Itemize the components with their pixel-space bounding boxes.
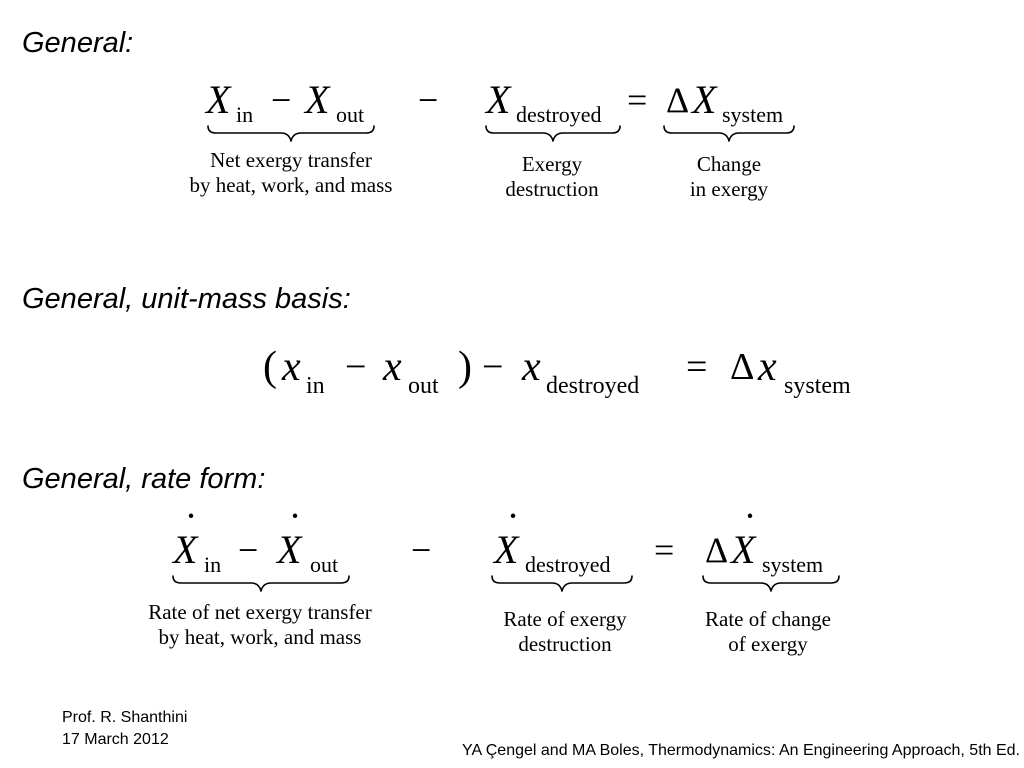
subscript-in: in (306, 373, 325, 399)
subscript-out: out (408, 373, 439, 399)
underbrace (491, 575, 633, 592)
equals-sign: = (654, 530, 675, 570)
symbol-x-in: x (282, 344, 301, 390)
heading-rate-form: General, rate form: (22, 463, 266, 495)
symbol-X-out: X (305, 77, 330, 122)
subscript-destroyed: destroyed (516, 102, 602, 127)
label-rate-exergy-destruction: Rate of exergy destruction (503, 607, 627, 656)
date: 17 March 2012 (62, 731, 169, 748)
minus-sign: − (271, 80, 292, 120)
underbrace (172, 575, 350, 592)
symbol-X-in: X (206, 77, 231, 122)
delta-symbol: Δ (666, 80, 690, 120)
symbol-X-destroyed: X (486, 77, 511, 122)
minus-sign: − (345, 346, 367, 388)
citation: YA Çengel and MA Boles, Thermodynamics: … (462, 742, 1020, 759)
label-change-in-exergy: Change in exergy (689, 152, 769, 201)
underbrace (702, 575, 840, 592)
minus-sign: − (411, 530, 432, 570)
author-credit: Prof. R. Shanthini 17 March 2012 (62, 707, 187, 751)
dot-accent: ˙ (745, 508, 755, 541)
symbol-X-dot-system: X (731, 527, 756, 572)
delta-symbol: Δ (705, 530, 729, 570)
subscript-destroyed: destroyed (546, 373, 640, 399)
subscript-in: in (204, 552, 222, 577)
dot-accent: ˙ (290, 508, 300, 541)
subscript-system: system (722, 102, 784, 127)
heading-general: General: (22, 27, 134, 59)
label-rate-net-exergy-transfer: Rate of net exergy transfer by heat, wor… (148, 600, 372, 649)
author-name: Prof. R. Shanthini (62, 709, 188, 726)
symbol-x-system: x (758, 344, 777, 390)
subscript-out: out (310, 552, 339, 577)
heading-unit-mass-basis: General, unit-mass basis: (22, 283, 351, 315)
dot-accent: ˙ (186, 508, 196, 541)
subscript-out: out (336, 102, 365, 127)
symbol-x-out: x (383, 344, 402, 390)
delta-symbol: Δ (730, 346, 755, 388)
subscript-destroyed: destroyed (525, 552, 611, 577)
equals-sign: = (627, 80, 648, 120)
subscript-system: system (762, 552, 824, 577)
symbol-X-system: X (692, 77, 717, 122)
label-rate-change-exergy: Rate of change of exergy (705, 607, 831, 656)
minus-sign: − (482, 346, 504, 388)
symbol-x-destroyed: x (522, 344, 541, 390)
label-net-exergy-transfer: Net exergy transfer by heat, work, and m… (189, 148, 393, 197)
subscript-in: in (236, 102, 254, 127)
right-paren: ) (458, 344, 472, 390)
subscript-system: system (784, 373, 851, 399)
minus-sign: − (418, 80, 439, 120)
underbrace (663, 125, 795, 142)
label-exergy-destruction: Exergy destruction (505, 152, 599, 201)
symbol-X-dot-destroyed: X (494, 527, 519, 572)
underbrace (485, 125, 621, 142)
equals-sign: = (686, 346, 708, 388)
left-paren: ( (263, 344, 277, 390)
underbrace (207, 125, 375, 142)
dot-accent: ˙ (508, 508, 518, 541)
symbol-X-dot-in: X (173, 527, 198, 572)
minus-sign: − (238, 530, 259, 570)
symbol-X-dot-out: X (277, 527, 302, 572)
